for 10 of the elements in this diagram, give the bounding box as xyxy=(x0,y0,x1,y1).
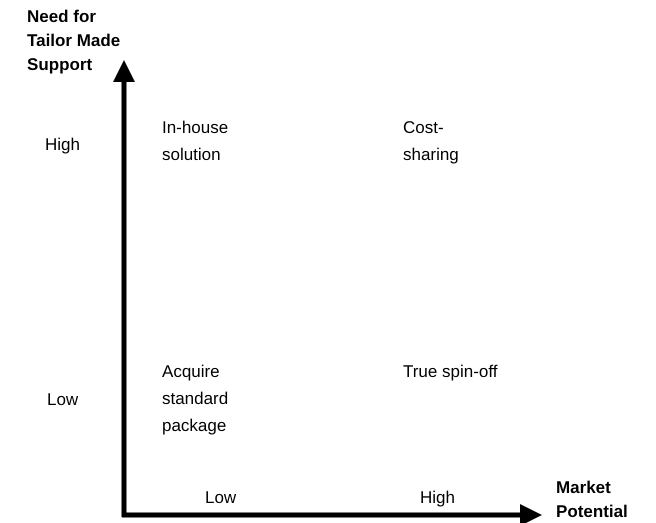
axis-title: Need for Tailor Made Support xyxy=(27,6,122,76)
quadrant-label: True spin-off xyxy=(403,361,498,383)
axis-tick-label: Low xyxy=(205,487,238,509)
quadrant-label: In-house solution xyxy=(162,117,230,166)
axis-tick-label: High xyxy=(45,134,81,156)
axis-tick-label: Low xyxy=(47,389,80,411)
quadrant-label: Acquire standard package xyxy=(162,361,230,437)
quadrant-label: Cost-sharing xyxy=(403,117,460,166)
axis-title: Market Potential xyxy=(556,477,629,523)
axis-tick-label: High xyxy=(420,487,456,509)
